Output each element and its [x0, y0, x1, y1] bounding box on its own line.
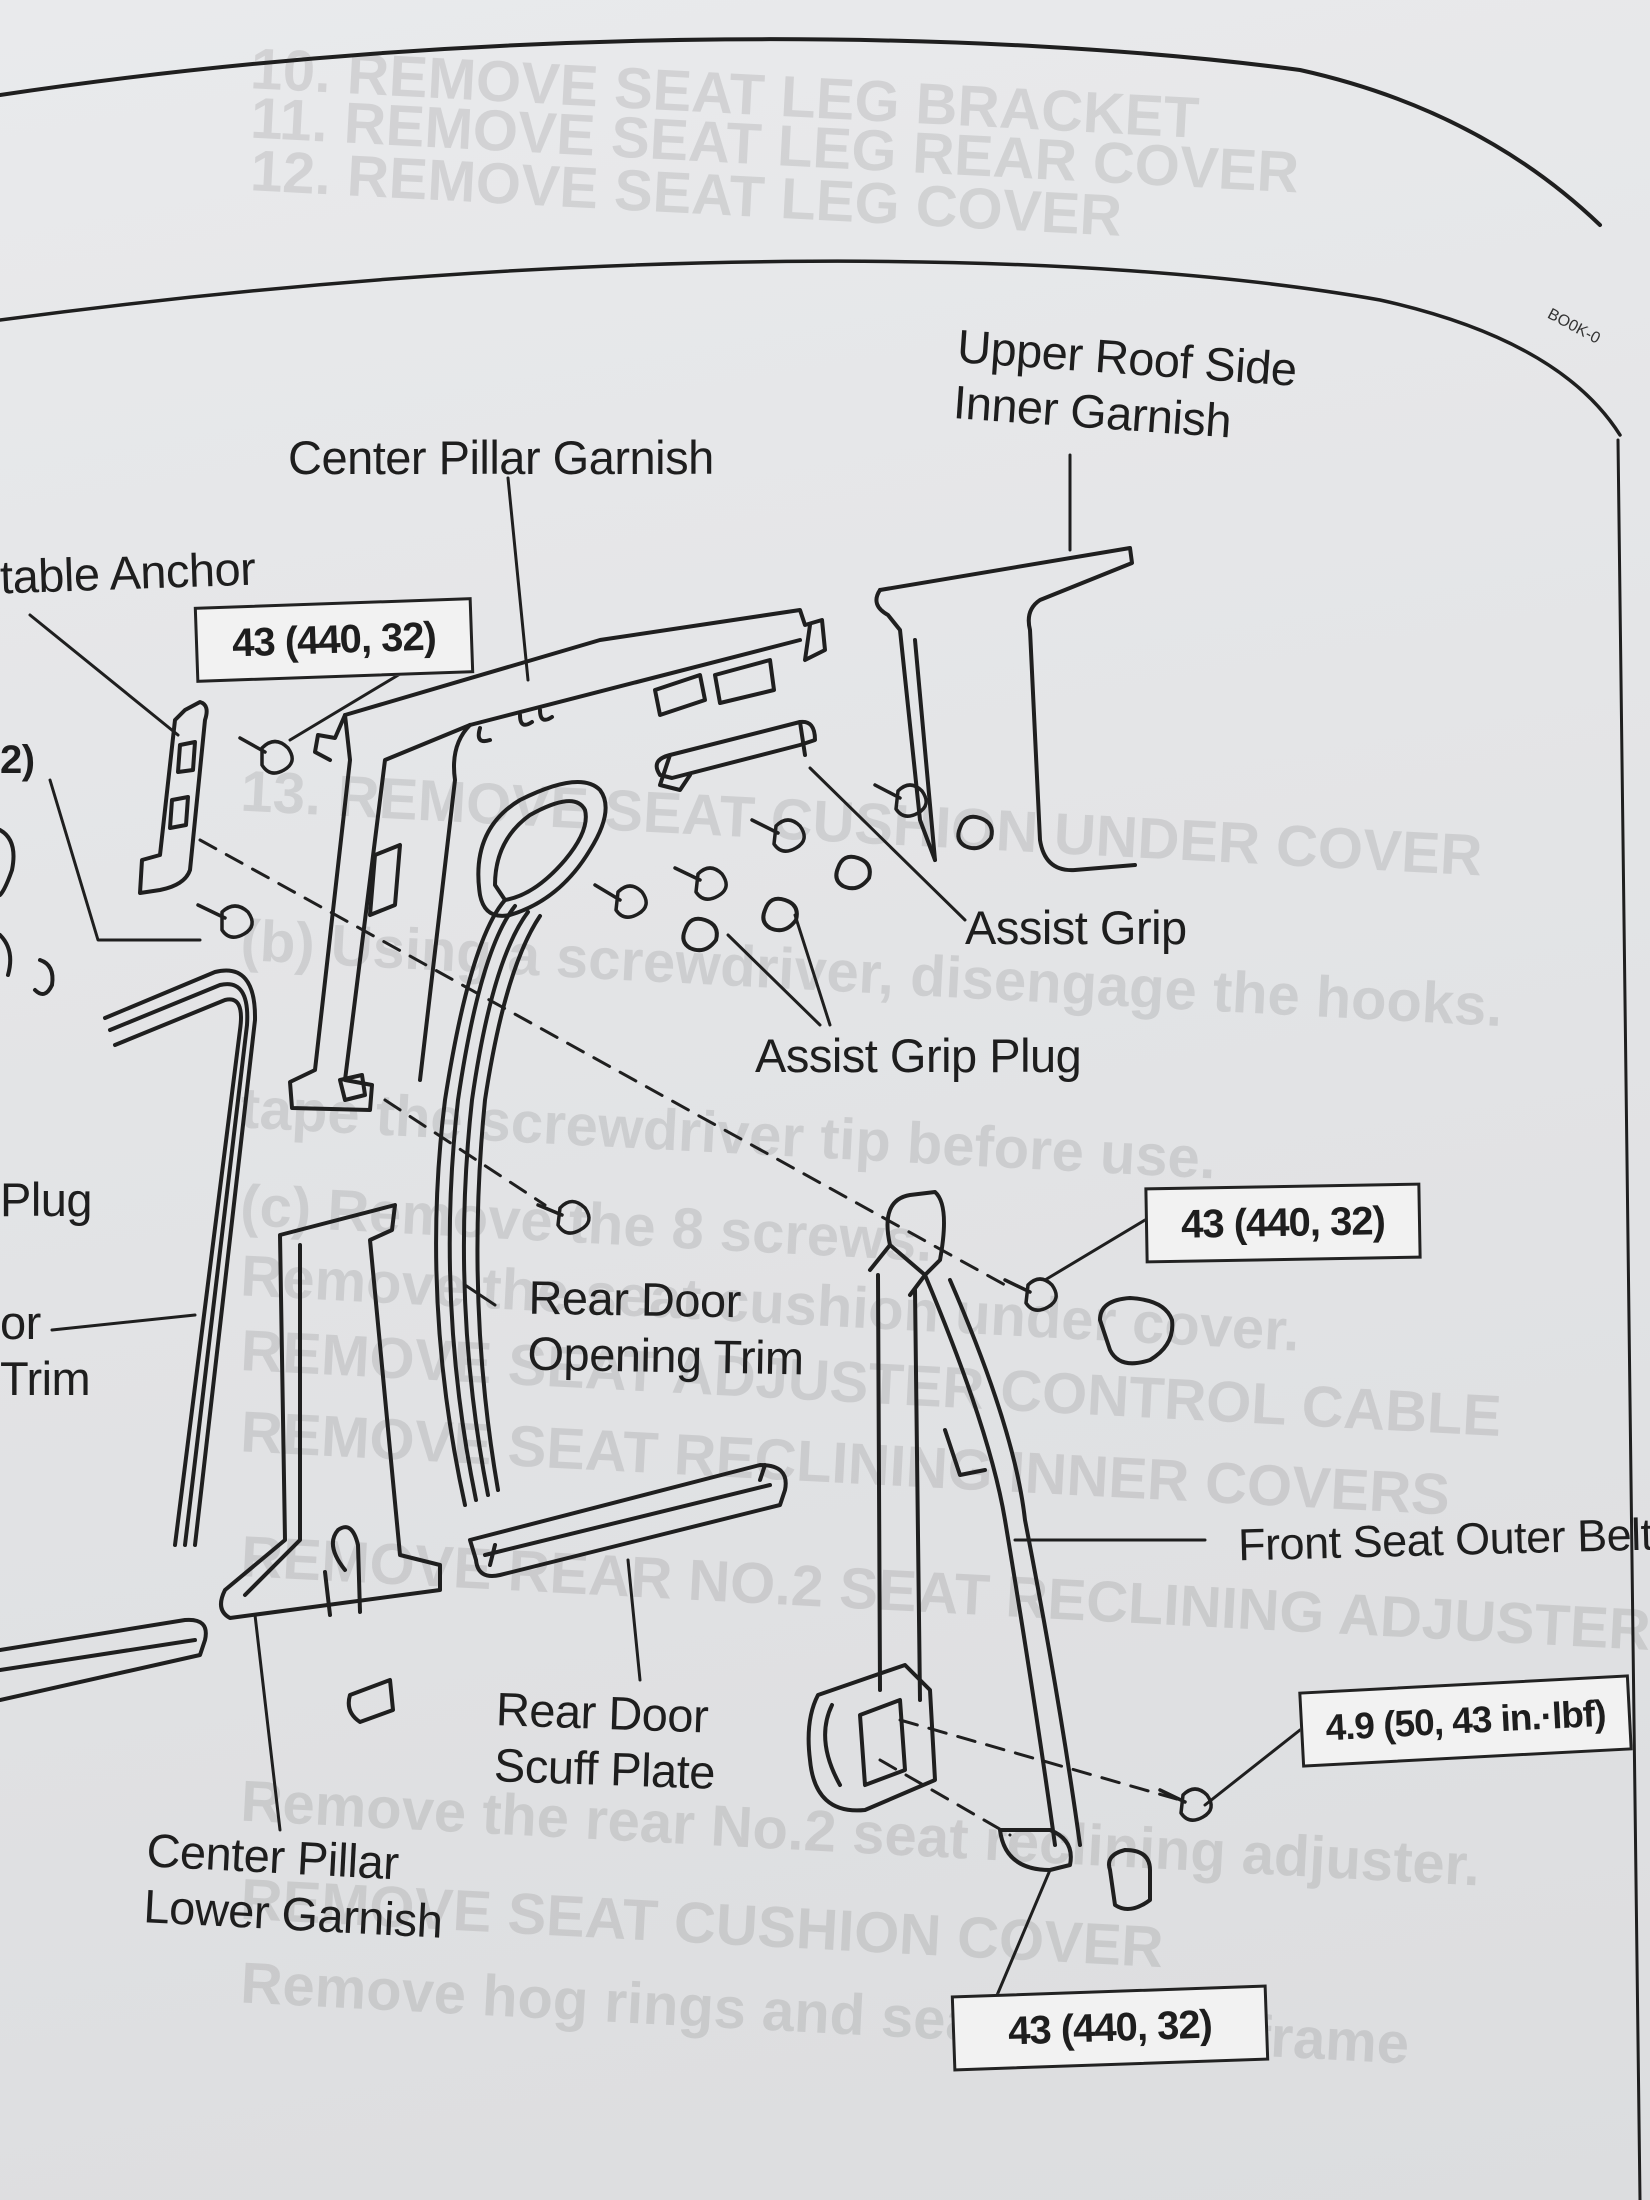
label-trim-partial: or Trim — [0, 1295, 91, 1407]
bolts-and-screws — [196, 736, 1213, 1822]
left-scuff-plate — [0, 1617, 208, 1702]
label-center-pillar-lower-garnish: Center Pillar Lower Garnish — [142, 1822, 447, 1950]
torque-box-top-left: 43 (440, 32) — [193, 597, 475, 683]
label-adjustable-anchor: table Anchor — [0, 541, 257, 604]
front-seat-outer-belt — [806, 1190, 1082, 1872]
label-assist-grip-plug: Assist Grip Plug — [755, 1029, 1082, 1082]
center-pillar-lower-garnish — [219, 1203, 442, 1620]
label-rear-door-opening-trim: Rear Door Opening Trim — [527, 1270, 805, 1387]
alignment-dashes — [198, 838, 1182, 1837]
adjustable-anchor — [138, 700, 209, 895]
trim-clip — [346, 1678, 395, 1724]
label-upper-roof-side-inner-garnish: Upper Roof Side Inner Garnish — [952, 318, 1299, 453]
label-center-pillar-garnish: Center Pillar Garnish — [288, 431, 714, 484]
label-front-seat-outer-belt: Front Seat Outer Belt — [1237, 1508, 1650, 1571]
label-line: Trim — [0, 1352, 91, 1405]
frame-right-border — [1616, 438, 1642, 2200]
center-pillar-garnish — [288, 608, 827, 1112]
label-assist-grip: Assist Grip — [965, 901, 1187, 954]
label-plug-partial: Plug — [0, 1173, 93, 1226]
torque-box-bottom: 43 (440, 32) — [950, 1984, 1270, 2072]
left-weatherstrip — [103, 968, 258, 1547]
label-line: Opening Trim — [527, 1326, 805, 1385]
label-partial-2: 2) — [0, 738, 35, 782]
frame-top-border — [0, 259, 1622, 437]
torque-box-right-mid: 43 (440, 32) — [1144, 1182, 1422, 1264]
leader-lines — [28, 453, 1302, 2002]
label-line: Scuff Plate — [493, 1738, 716, 1799]
label-line: or — [0, 1296, 41, 1349]
assist-grip — [654, 719, 817, 792]
rear-door-scuff-plate — [468, 1463, 788, 1578]
upper-roof-side-inner-garnish — [874, 546, 1137, 873]
header-rule — [0, 37, 1602, 227]
label-rear-door-scuff-plate: Rear Door Scuff Plate — [493, 1681, 718, 1801]
rear-door-opening-trim — [434, 898, 542, 1507]
label-line: Rear Door — [495, 1682, 710, 1743]
label-line: Rear Door — [528, 1270, 742, 1328]
left-edge-partials — [0, 828, 55, 996]
